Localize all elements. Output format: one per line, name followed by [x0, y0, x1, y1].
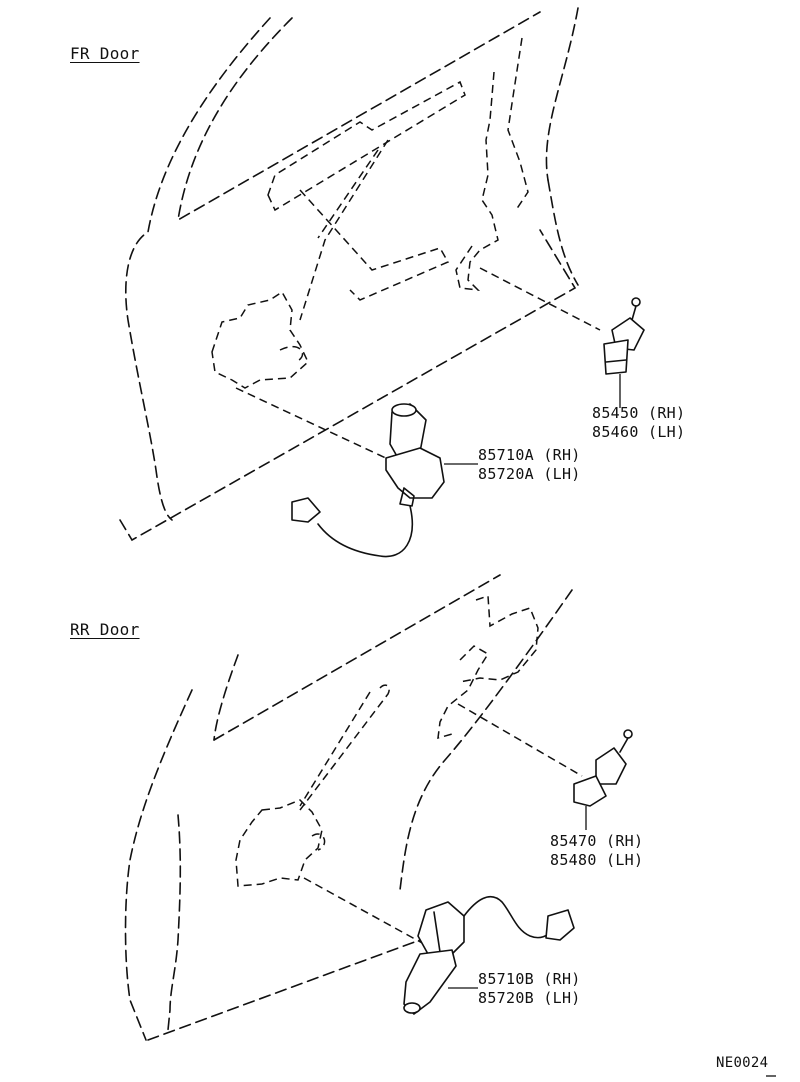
fr-motor-part-lh: 85720A (LH): [478, 465, 581, 483]
figure-code: NE0024: [716, 1055, 769, 1071]
fr-lock-part-rh: 85450 (RH): [592, 404, 686, 422]
fr-lock-part-lh: 85460 (LH): [592, 423, 686, 441]
rr-window-regulator: [235, 684, 390, 887]
rr-lock-part-rh: 85470 (RH): [550, 832, 644, 850]
fr-lock-actuator-icon: [603, 297, 645, 375]
rr-motor-leader: [303, 877, 425, 945]
fr-door-latch: [455, 37, 529, 291]
rr-regulator-motor-icon: [403, 896, 575, 1015]
rr-door-outline: [124, 574, 573, 1041]
fr-door-outline: [119, 7, 579, 542]
fr-motor-part-rh: 85710A (RH): [478, 446, 581, 464]
fr-door-title: FR Door: [70, 44, 140, 63]
rr-door-title: RR Door: [70, 620, 140, 639]
fr-lock-leader: [479, 267, 601, 331]
rr-lock-leader: [457, 703, 583, 777]
fr-motor-leader: [235, 387, 391, 461]
rr-door-latch: [437, 594, 539, 740]
fr-regulator-motor-icon: [291, 403, 445, 558]
fr-window-regulator: [211, 80, 466, 389]
rr-motor-part-lh: 85720B (LH): [478, 989, 581, 1007]
rr-lock-part-lh: 85480 (LH): [550, 851, 644, 869]
rr-lock-actuator-icon: [573, 729, 633, 807]
rr-motor-part-rh: 85710B (RH): [478, 970, 581, 988]
